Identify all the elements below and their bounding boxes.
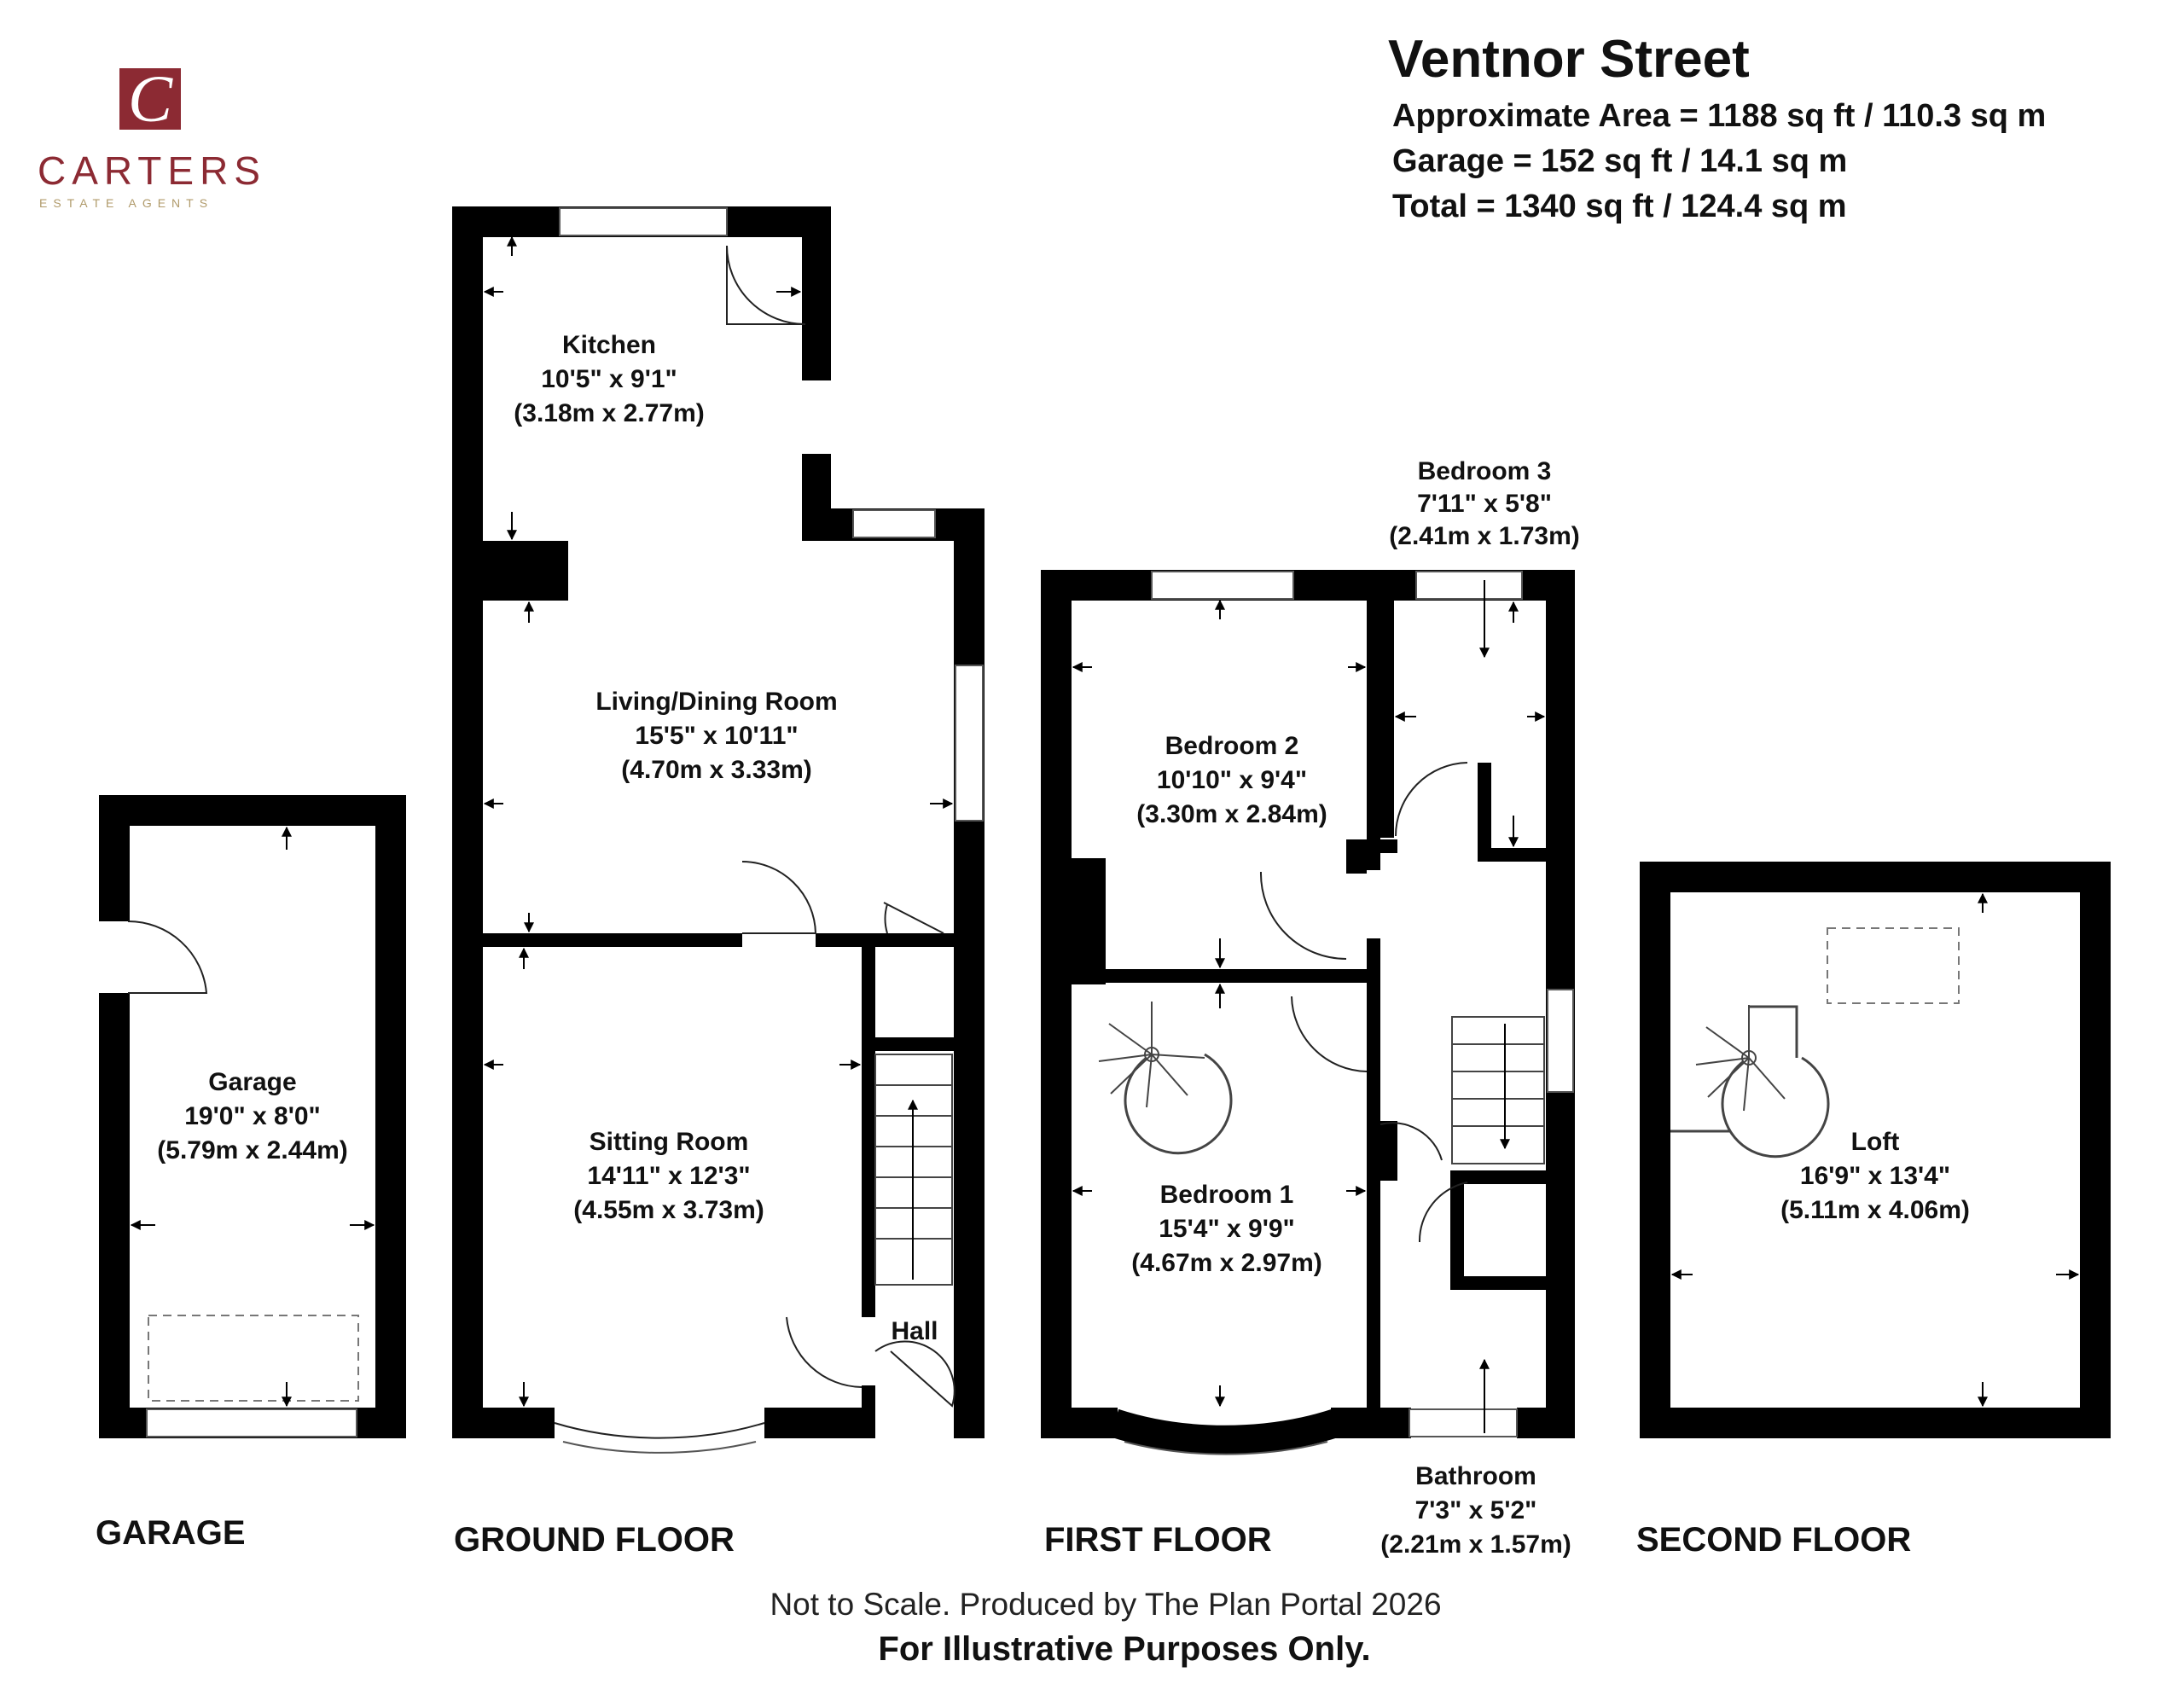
sitting-imperial: 14'11" x 12'3" xyxy=(587,1162,750,1190)
loft-metric: (5.11m x 4.06m) xyxy=(1780,1196,1970,1224)
bedroom1-metric: (4.67m x 2.97m) xyxy=(1131,1249,1321,1277)
ground-staircase xyxy=(874,1054,953,1286)
first-staircase xyxy=(1451,1016,1545,1164)
garage-metric: (5.79m x 2.44m) xyxy=(157,1136,347,1164)
floor-label-first: FIRST FLOOR xyxy=(1044,1521,1272,1559)
loft-imperial: 16'9" x 13'4" xyxy=(1800,1162,1950,1190)
total-area: Total = 1340 sq ft / 124.4 sq m xyxy=(1392,189,1847,224)
living-metric: (4.70m x 3.33m) xyxy=(621,756,811,784)
garage-plan xyxy=(99,795,406,1438)
ground-floor-plan xyxy=(452,206,985,1454)
bedroom2-imperial: 10'10" x 9'4" xyxy=(1157,766,1307,794)
logo-mark xyxy=(119,68,181,130)
first-spiral-stair xyxy=(1098,1002,1233,1155)
floor-label-garage: GARAGE xyxy=(96,1514,246,1552)
logo-mark-letter: C xyxy=(128,61,173,136)
first-floor-plan xyxy=(1041,570,1575,1455)
garage-imperial: 19'0" x 8'0" xyxy=(184,1102,321,1130)
footer-illustrative: For Illustrative Purposes Only. xyxy=(878,1630,1370,1668)
garage-area: Garage = 152 sq ft / 14.1 sq m xyxy=(1392,143,1847,179)
approximate-area: Approximate Area = 1188 sq ft / 110.3 sq… xyxy=(1392,98,2046,134)
kitchen-name: Kitchen xyxy=(562,331,656,359)
footer-disclaimer: Not to Scale. Produced by The Plan Porta… xyxy=(770,1587,1441,1622)
kitchen-imperial: 10'5" x 9'1" xyxy=(541,365,677,393)
bedroom3-metric: (2.41m x 1.73m) xyxy=(1389,522,1579,550)
company-logo: C CARTERS ESTATE AGENTS xyxy=(38,61,266,210)
floor-label-ground: GROUND FLOOR xyxy=(454,1521,735,1559)
floor-label-second: SECOND FLOOR xyxy=(1636,1521,1911,1559)
bedroom2-metric: (3.30m x 2.84m) xyxy=(1136,800,1327,828)
bedroom3-imperial: 7'11" x 5'8" xyxy=(1417,490,1552,518)
hall-name: Hall xyxy=(891,1317,938,1345)
living-name: Living/Dining Room xyxy=(595,688,837,716)
bathroom-imperial: 7'3" x 5'2" xyxy=(1415,1496,1537,1524)
sitting-name: Sitting Room xyxy=(590,1128,749,1156)
bedroom3-name: Bedroom 3 xyxy=(1418,457,1552,485)
sitting-metric: (4.55m x 3.73m) xyxy=(573,1196,764,1224)
kitchen-metric: (3.18m x 2.77m) xyxy=(514,399,704,427)
logo-tagline: ESTATE AGENTS xyxy=(39,196,213,210)
bedroom1-name: Bedroom 1 xyxy=(1160,1181,1294,1209)
bathroom-metric: (2.21m x 1.57m) xyxy=(1380,1530,1571,1559)
living-imperial: 15'5" x 10'11" xyxy=(635,722,798,750)
bathroom-name: Bathroom xyxy=(1415,1462,1536,1490)
second-floor-plan xyxy=(1640,862,2111,1438)
logo-name: CARTERS xyxy=(38,148,266,193)
loft-name: Loft xyxy=(1851,1128,1900,1156)
property-title: Ventnor Street xyxy=(1388,30,1750,89)
bedroom1-imperial: 15'4" x 9'9" xyxy=(1159,1215,1295,1243)
second-spiral-stair xyxy=(1670,1005,1830,1158)
bedroom2-name: Bedroom 2 xyxy=(1165,732,1299,760)
garage-name: Garage xyxy=(208,1068,296,1096)
